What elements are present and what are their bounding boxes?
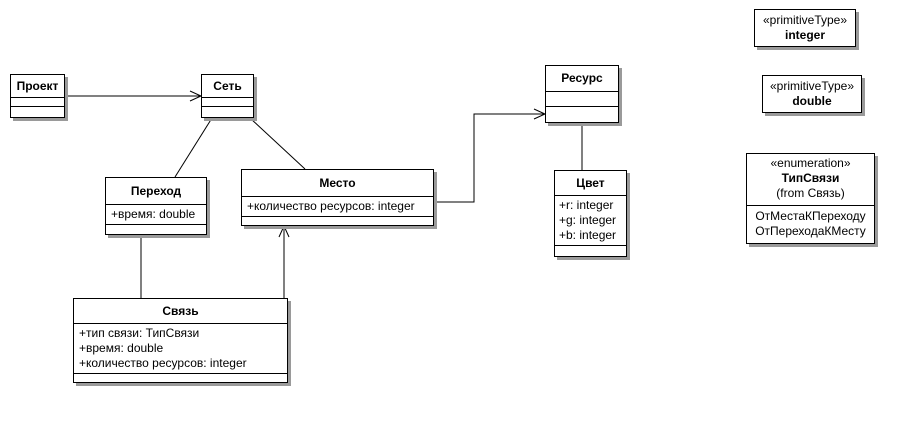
class-link-name: Связь <box>162 304 199 318</box>
class-network[interactable]: Сеть <box>201 74 254 118</box>
class-color-attribute-r: +r: integer <box>559 198 614 212</box>
class-place-attribute: +количество ресурсов: integer <box>247 199 415 213</box>
class-transition-name: Переход <box>130 184 182 198</box>
association-place-resource <box>434 113 545 203</box>
primitive-double-name: double <box>792 94 832 108</box>
association-network-transition <box>174 117 213 178</box>
primitive-integer-name: integer <box>784 28 825 42</box>
enumeration-literal-transition-to-place: ОтПереходаКМесту <box>755 224 866 238</box>
class-link-attribute-type: +тип связи: ТипСвязи <box>79 326 200 340</box>
class-transition-attribute: +время: double <box>111 207 196 221</box>
class-project-name: Проект <box>16 79 59 93</box>
class-project[interactable]: Проект <box>10 74 65 118</box>
class-link[interactable]: Связь +тип связи: ТипСвязи +время: doubl… <box>73 298 288 383</box>
primitive-integer-stereotype: «primitiveType» <box>762 13 848 27</box>
class-resource-name: Ресурс <box>561 71 603 85</box>
class-transition[interactable]: Переход +время: double <box>105 177 207 235</box>
class-link-attribute-amount: +количество ресурсов: integer <box>79 356 247 370</box>
class-color[interactable]: Цвет +r: integer +g: integer +b: integer <box>554 170 627 257</box>
primitive-double[interactable]: «primitiveType» double <box>762 75 862 113</box>
primitive-integer[interactable]: «primitiveType» integer <box>754 9 856 47</box>
class-link-attribute-time: +время: double <box>79 341 164 355</box>
enumeration-from: (from Связь) <box>776 186 845 200</box>
enumeration-literal-place-to-transition: ОтМестаКПереходу <box>755 209 866 223</box>
primitive-double-stereotype: «primitiveType» <box>769 79 855 93</box>
class-place-name: Место <box>319 176 356 190</box>
class-network-name: Сеть <box>213 79 242 93</box>
class-place[interactable]: Место +количество ресурсов: integer <box>241 169 434 226</box>
association-network-place <box>249 117 306 170</box>
class-color-attribute-g: +g: integer <box>559 213 617 227</box>
class-resource[interactable]: Ресурс <box>545 65 619 123</box>
arrowhead-place <box>278 224 290 238</box>
enumeration-stereotype: «enumeration» <box>770 156 851 170</box>
enumeration-link-type[interactable]: «enumeration» ТипСвязи (from Связь) ОтМе… <box>746 153 875 244</box>
enumeration-name: ТипСвязи <box>781 171 840 185</box>
class-color-attribute-b: +b: integer <box>559 228 617 242</box>
class-color-name: Цвет <box>576 176 605 190</box>
